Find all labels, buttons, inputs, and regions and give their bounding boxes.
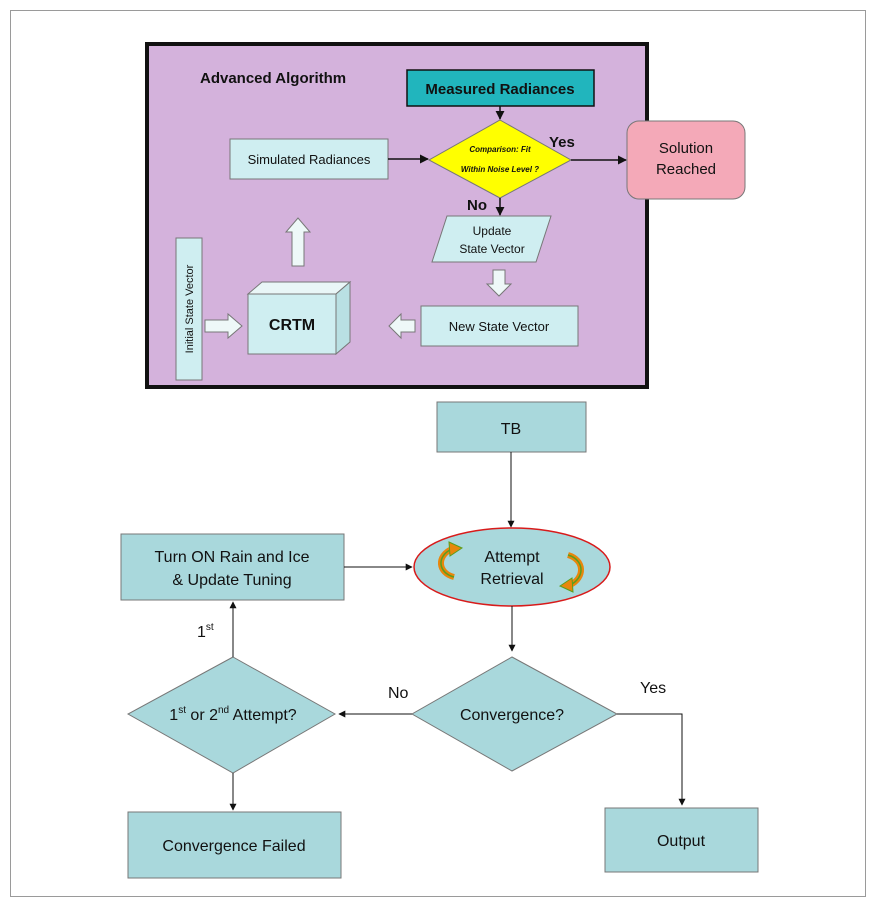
solution-line2: Reached bbox=[656, 161, 716, 178]
convergence-failed-label: Convergence Failed bbox=[162, 838, 305, 855]
solution-line1: Solution bbox=[659, 140, 713, 157]
attempt-choice-mid: or 2 bbox=[186, 707, 218, 724]
block-arrow-new-to-crtm bbox=[388, 312, 416, 340]
attempt-choice-label: 1st or 2nd Attempt? bbox=[169, 705, 297, 724]
tb-box bbox=[436, 401, 587, 453]
figure-frame bbox=[10, 10, 866, 897]
crtm-label: CRTM bbox=[269, 317, 315, 334]
initial-state-vector-box bbox=[175, 237, 203, 381]
attempt-choice-a: 1 bbox=[169, 707, 178, 724]
comparison-line1: Comparison: Fit bbox=[469, 145, 531, 154]
turn-on-line2: & Update Tuning bbox=[172, 572, 291, 589]
cycle-arrow-left-icon bbox=[438, 541, 464, 580]
block-arrow-initial-to-crtm bbox=[204, 312, 243, 340]
convergence-label: Convergence? bbox=[460, 707, 564, 724]
yes-label: Yes bbox=[640, 680, 666, 697]
panel-no-label: No bbox=[467, 197, 487, 214]
block-arrow-crtm-to-simulated bbox=[284, 217, 312, 267]
first-label-num: 1 bbox=[197, 624, 206, 641]
retrieval-flowchart: TB Attempt Retrieval Turn ON Rain and Ic… bbox=[120, 401, 759, 879]
cycle-arrow-right-icon bbox=[558, 552, 584, 593]
initial-state-vector-label: Initial State Vector bbox=[184, 264, 196, 353]
turn-on-rain-ice-box bbox=[120, 533, 345, 601]
simulated-radiances-label: Simulated Radiances bbox=[248, 152, 371, 167]
convergence-diamond bbox=[410, 656, 619, 772]
new-state-vector-label: New State Vector bbox=[449, 319, 550, 334]
measured-radiances-label: Measured Radiances bbox=[425, 81, 574, 98]
update-line2: State Vector bbox=[459, 242, 524, 256]
new-state-vector-box bbox=[420, 305, 579, 347]
convergence-failed-box bbox=[127, 811, 342, 879]
advanced-algorithm-panel: Advanced Algorithm Measured Radiances Si… bbox=[145, 42, 746, 389]
attempt-line1: Attempt bbox=[484, 549, 540, 566]
panel-yes-label: Yes bbox=[549, 134, 575, 151]
update-line1: Update bbox=[473, 224, 512, 238]
update-state-vector-box bbox=[431, 215, 552, 263]
crtm-box: CRTM bbox=[246, 280, 352, 356]
block-arrow-update-to-new bbox=[485, 269, 513, 297]
tb-label: TB bbox=[501, 421, 521, 438]
attempt-choice-a-sup: st bbox=[178, 705, 186, 716]
no-label: No bbox=[388, 685, 409, 702]
attempt-choice-b-sup: nd bbox=[218, 705, 229, 716]
output-box bbox=[604, 807, 759, 873]
arrow-convergence-to-output bbox=[617, 713, 686, 806]
panel-title: Advanced Algorithm bbox=[200, 70, 346, 87]
turn-on-line1: Turn ON Rain and Ice bbox=[154, 549, 309, 566]
first-label-sup: st bbox=[206, 622, 214, 633]
first-label: 1st bbox=[197, 622, 214, 641]
attempt-choice-end: Attempt? bbox=[229, 707, 297, 724]
output-label: Output bbox=[657, 833, 706, 850]
comparison-line2: Within Noise Level ? bbox=[461, 165, 539, 174]
solution-reached-box bbox=[626, 120, 746, 200]
attempt-line2: Retrieval bbox=[480, 571, 543, 588]
